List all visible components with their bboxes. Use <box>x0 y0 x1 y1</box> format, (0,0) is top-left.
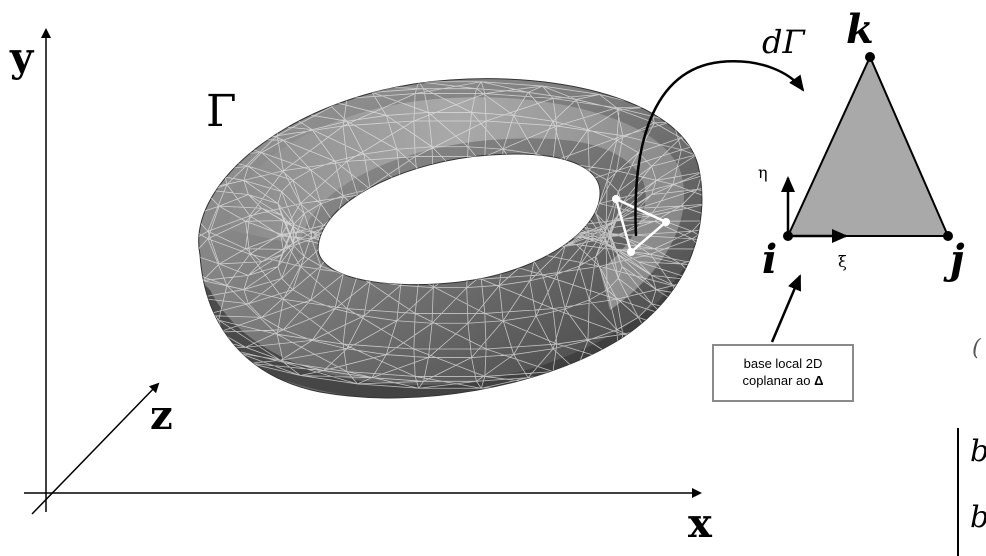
edge-fragment-top: ( <box>972 336 981 361</box>
triangle-symbol: Δ <box>814 373 824 388</box>
vertex-j-label: j <box>950 236 965 283</box>
vertex-k-label: k <box>846 6 874 53</box>
x-axis-label: x <box>688 500 712 547</box>
eta-label: η <box>758 163 768 182</box>
y-axis-label: y <box>10 34 34 81</box>
callout-box: base local 2D coplanar ao Δ <box>712 344 854 402</box>
vertex-j-dot <box>943 231 953 241</box>
highlighted-element <box>612 195 670 256</box>
callout-arrow <box>770 274 802 343</box>
parent-element <box>781 52 953 243</box>
xi-label: ξ <box>838 252 847 271</box>
callout-line1: base local 2D <box>743 356 823 372</box>
coordinate-axes <box>24 28 702 515</box>
element-label: dΓ <box>762 23 805 61</box>
surface-label: Γ <box>206 86 237 137</box>
vertex-k-dot <box>865 52 875 62</box>
vertex-i-label: i <box>762 236 778 283</box>
z-axis-label: z <box>150 392 173 439</box>
edge-fragment-b2: b <box>970 500 986 535</box>
torus-mesh <box>198 78 703 399</box>
edge-fragment-b1: b <box>970 434 986 469</box>
mesh-edges <box>198 81 702 389</box>
z-axis <box>31 382 160 515</box>
callout-line2: coplanar ao Δ <box>742 373 824 388</box>
mapping-arrow <box>634 60 805 237</box>
